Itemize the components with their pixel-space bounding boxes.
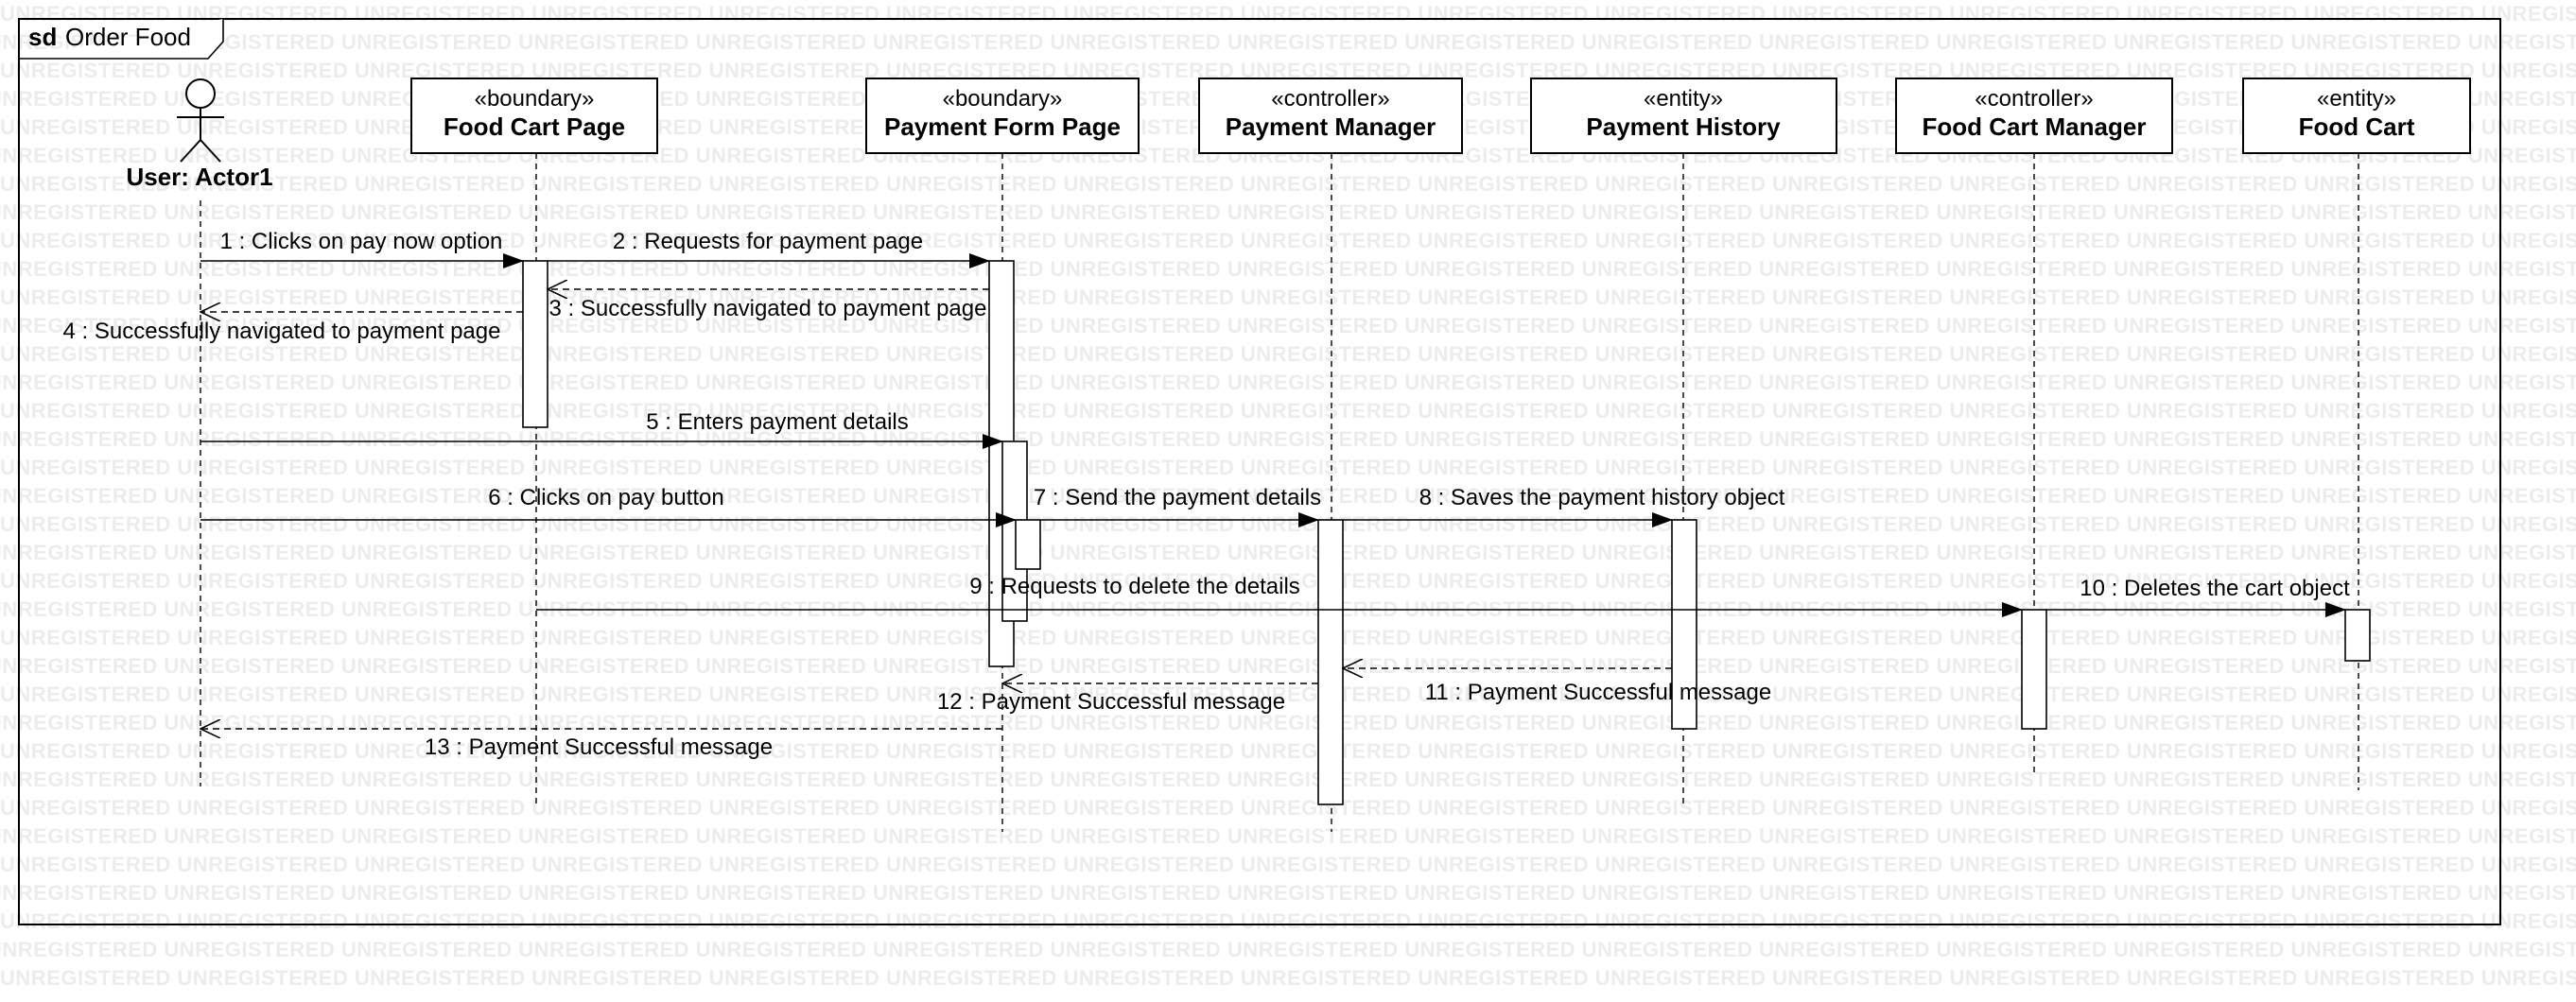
activation-payment-history — [1671, 519, 1697, 730]
lifeline-food-cart-page-name: Food Cart Page — [444, 112, 625, 141]
lifeline-payment-manager-name: Payment Manager — [1226, 112, 1436, 141]
actor-label: User: Actor1 — [126, 163, 272, 191]
lifeline-payment-history-name: Payment History — [1586, 112, 1781, 141]
message-6-label: 6 : Clicks on pay button — [488, 485, 723, 510]
lifeline-food-cart-page: «boundary» Food Cart Page — [410, 78, 658, 805]
message-12-label: 12 : Payment Successful message — [937, 689, 1285, 715]
lifeline-payment-manager: «controller» Payment Manager — [1198, 78, 1463, 832]
message-5: 5 : Enters payment details — [200, 409, 1003, 449]
lifeline-payment-history: «entity» Payment History — [1530, 78, 1837, 805]
frame-keyword: sd — [28, 23, 57, 51]
message-3-label: 3 : Successfully navigated to payment pa… — [549, 296, 987, 321]
message-13-label: 13 : Payment Successful message — [425, 734, 773, 760]
lifeline-food-cart: «entity» Food Cart — [2242, 78, 2471, 790]
frame-title: Order Food — [65, 23, 191, 51]
lifeline-food-cart-stereotype: «entity» — [2317, 86, 2396, 112]
message-11-label: 11 : Payment Successful message — [1425, 680, 1771, 705]
activation-food-cart-manager — [2021, 609, 2047, 730]
activation-payment-form-page-self — [1015, 519, 1041, 570]
message-9-label: 9 : Requests to delete the details — [969, 574, 1300, 599]
activation-payment-manager — [1317, 519, 1344, 805]
activation-food-cart-page — [522, 260, 548, 428]
message-8: 8 : Saves the payment history object — [1343, 485, 1785, 527]
lifeline-food-cart-manager-stereotype: «controller» — [1975, 86, 2093, 112]
lifeline-payment-form-page: «boundary» Payment Form Page — [865, 78, 1140, 832]
message-4-label: 4 : Successfully navigated to payment pa… — [63, 319, 501, 344]
lifeline-food-cart-manager: «controller» Food Cart Manager — [1895, 78, 2173, 775]
message-5-label: 5 : Enters payment details — [646, 409, 908, 435]
actor-user: User: Actor1 — [126, 78, 273, 786]
message-2: 2 : Requests for payment page — [548, 229, 990, 268]
message-6: 6 : Clicks on pay button — [200, 485, 1017, 527]
lifeline-payment-manager-stereotype: «controller» — [1271, 86, 1389, 112]
message-1: 1 : Clicks on pay now option — [200, 229, 524, 268]
lifeline-payment-form-page-stereotype: «boundary» — [943, 86, 1063, 112]
activation-bars — [522, 260, 2371, 805]
activation-food-cart — [2344, 609, 2371, 662]
message-9: 9 : Requests to delete the details — [536, 574, 2023, 617]
actor-head — [185, 78, 216, 109]
lifeline-food-cart-name: Food Cart — [2299, 112, 2415, 141]
message-4: 4 : Successfully navigated to payment pa… — [63, 312, 523, 344]
message-1-label: 1 : Clicks on pay now option — [220, 229, 503, 254]
message-13: 13 : Payment Successful message — [200, 729, 1002, 760]
sequence-frame: sd Order Food — [18, 18, 2501, 925]
message-7-label: 7 : Send the payment details — [1034, 485, 1321, 510]
message-2-label: 2 : Requests for payment page — [613, 229, 923, 254]
message-10: 10 : Deletes the cart object — [2046, 576, 2350, 617]
message-3: 3 : Successfully navigated to payment pa… — [548, 289, 989, 321]
message-11: 11 : Payment Successful message — [1343, 668, 1771, 705]
message-7: 7 : Send the payment details — [1034, 485, 1321, 527]
message-10-label: 10 : Deletes the cart object — [2080, 576, 2350, 601]
lifeline-payment-history-stereotype: «entity» — [1644, 86, 1723, 112]
lifeline-food-cart-manager-name: Food Cart Manager — [1923, 112, 2147, 141]
message-12: 12 : Payment Successful message — [937, 683, 1318, 715]
message-8-label: 8 : Saves the payment history object — [1419, 485, 1785, 510]
lifeline-food-cart-page-stereotype: «boundary» — [475, 86, 595, 112]
lifeline-payment-form-page-name: Payment Form Page — [884, 112, 1121, 141]
